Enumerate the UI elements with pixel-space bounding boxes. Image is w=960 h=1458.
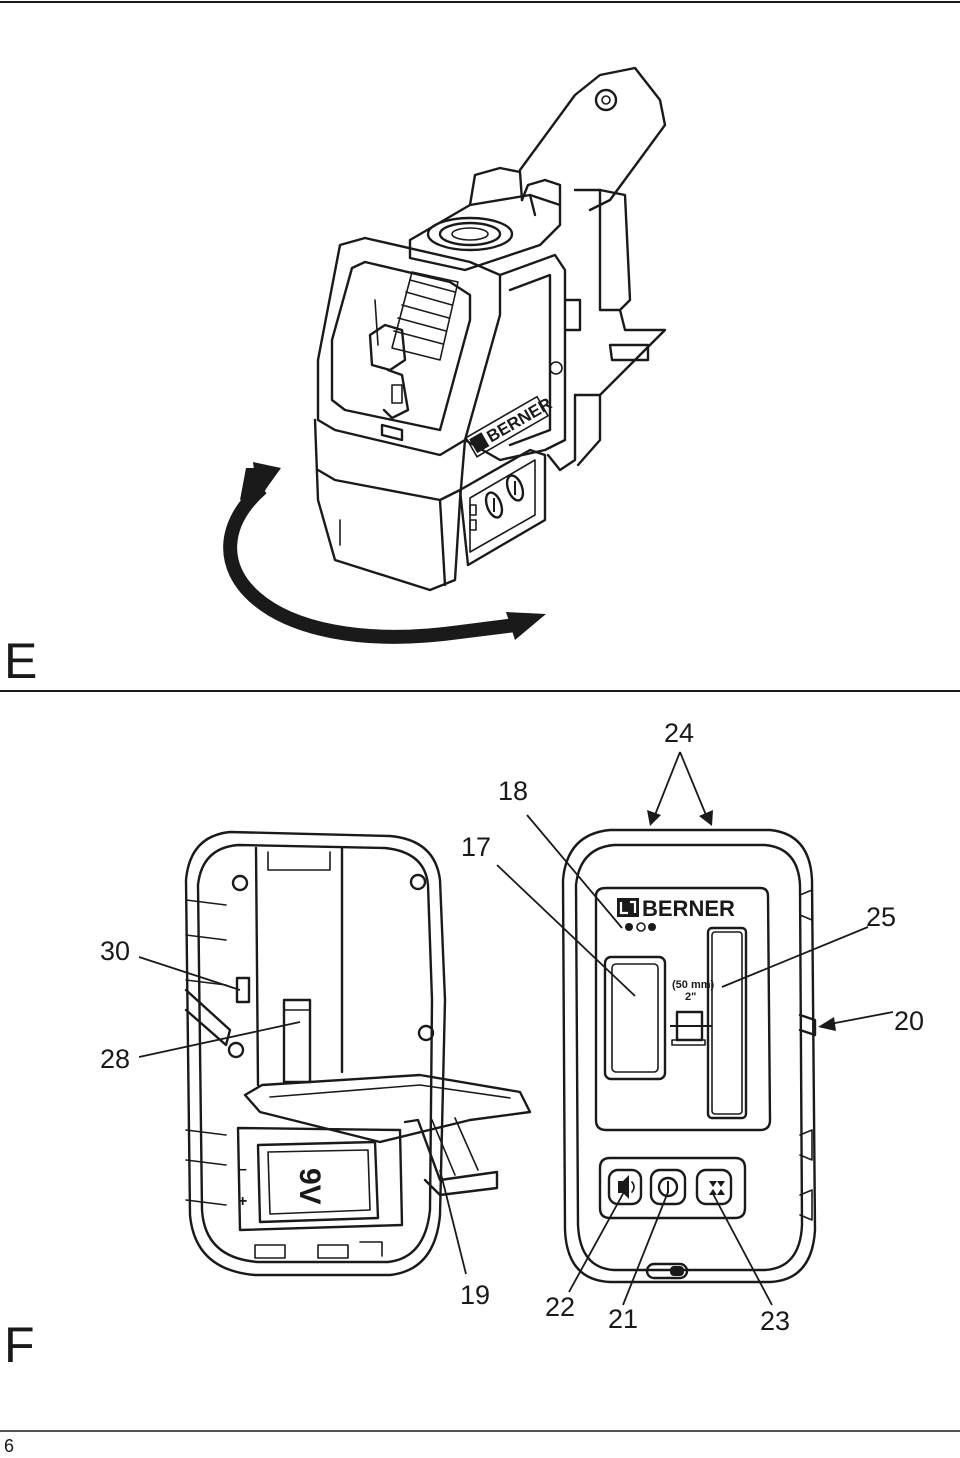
- laser-module: [368, 323, 407, 372]
- back-screw-4: [417, 1024, 435, 1042]
- bracket-side: [573, 188, 667, 397]
- door-hinge: [403, 1118, 499, 1197]
- callout-25: 25: [866, 902, 896, 932]
- magnet-post: [282, 998, 312, 1084]
- bracket-screw: [549, 361, 563, 375]
- bracket-hole: [594, 88, 618, 112]
- back-screw-3: [227, 1041, 245, 1059]
- svg-text:BERNER: BERNER: [642, 896, 735, 921]
- battery-compartment: [236, 1126, 404, 1232]
- battery-9v: [256, 1140, 380, 1224]
- callout-22: 22: [545, 1292, 575, 1322]
- power-icon: [657, 1176, 679, 1198]
- side-panel: [463, 253, 567, 462]
- section-label-f: F: [4, 1317, 35, 1373]
- receiver-front-shell: [561, 828, 817, 1284]
- receiver-back-shell: [184, 830, 447, 1277]
- scale-text-mm: (50 mm): [672, 979, 715, 991]
- laser-lens: [426, 216, 514, 252]
- center-target-icon: [670, 1010, 712, 1046]
- svg-text:–: –: [238, 1161, 247, 1178]
- callout-30: 30: [100, 936, 130, 966]
- button-panel: [458, 448, 547, 567]
- top-housing: [408, 193, 562, 272]
- callout-17: 17: [461, 832, 491, 862]
- battery-door[interactable]: [243, 1073, 532, 1144]
- lcd-display: [603, 955, 667, 1081]
- lower-body: [313, 418, 467, 592]
- back-screw-1: [231, 874, 249, 892]
- callout-24: 24: [664, 718, 694, 748]
- callout-21: 21: [608, 1304, 638, 1334]
- scale-text-in: 2": [685, 991, 696, 1003]
- receiver-back-illustration: 9V – +: [184, 830, 532, 1277]
- slot-30: [235, 976, 251, 1004]
- bottom-latch: [645, 1262, 689, 1280]
- precision-button[interactable]: [695, 1168, 733, 1206]
- svg-text:+: +: [238, 1193, 247, 1210]
- speaker-icon: [618, 1175, 629, 1199]
- back-screw-2: [409, 873, 427, 891]
- page-number: 6: [4, 1436, 14, 1456]
- callout-19: 19: [460, 1280, 490, 1310]
- button-panel-f: [598, 1156, 747, 1220]
- volume-button[interactable]: [607, 1168, 643, 1206]
- callout-18: 18: [498, 776, 528, 806]
- laser-level-illustration: BERNER: [313, 66, 667, 592]
- berner-logo-f: BERNER: [617, 896, 735, 921]
- display-bezel: [594, 886, 772, 1132]
- callout-20: 20: [894, 1006, 924, 1036]
- mount-track: [254, 846, 344, 1087]
- side-grip-right: [798, 889, 817, 1221]
- led-indicators: [625, 922, 656, 932]
- power-button-e[interactable]: [504, 473, 526, 502]
- receiving-window: [706, 926, 748, 1120]
- callout-28: 28: [100, 1044, 130, 1074]
- berner-logo-e: BERNER: [464, 394, 555, 458]
- precision-icon: [709, 1181, 725, 1195]
- section-label-e: E: [4, 633, 37, 689]
- bracket-top: [518, 66, 667, 212]
- callout-leaders: [138, 751, 894, 1306]
- top-handle-left: [468, 166, 524, 207]
- grip-ribs: [391, 271, 459, 361]
- callout-23: 23: [760, 1306, 790, 1336]
- svg-text:BERNER: BERNER: [483, 394, 555, 446]
- battery-label: 9V: [293, 1168, 326, 1205]
- receiver-front-illustration: BERNER (50 mm) 2": [561, 828, 817, 1284]
- side-ribs-left: [184, 899, 232, 1206]
- callout-numbers: 24 18 17 25 20 30 28 19 22 21 23: [100, 718, 924, 1336]
- rotate-arrow-icon: [223, 462, 546, 644]
- bottom-clips: [254, 1241, 383, 1259]
- lock-icon-e: [469, 504, 477, 531]
- mode-button-e[interactable]: [483, 490, 505, 519]
- power-button-f[interactable]: [649, 1168, 687, 1206]
